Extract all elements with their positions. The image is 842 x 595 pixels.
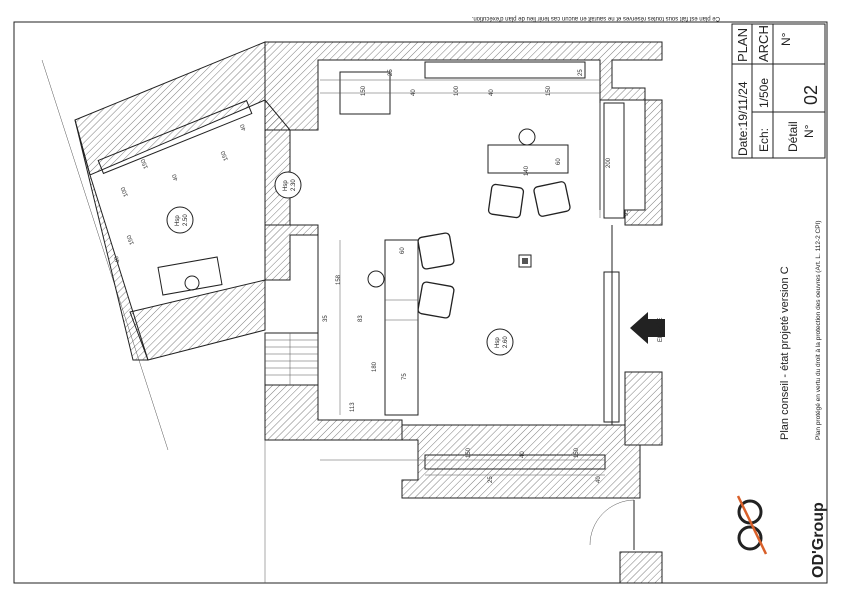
visitor-chair-1 xyxy=(487,183,525,219)
stairs xyxy=(264,332,319,386)
entrance-arrow-icon xyxy=(630,312,665,344)
arch-no-label: N° xyxy=(779,32,793,46)
dim-label: 150 xyxy=(220,149,230,161)
right-counter xyxy=(603,102,625,219)
entrance-counter xyxy=(603,271,620,423)
copyright-notice: Plan protégé en vertu du droit à la prot… xyxy=(815,220,822,440)
furniture xyxy=(97,61,625,470)
room-hsp-label: Hsp xyxy=(495,337,501,348)
dim-label: 83 xyxy=(358,315,364,322)
dim-label: 60 xyxy=(400,247,406,254)
dimension-labels: 150 40 100 40 150 25 25 200 95 140 60 60… xyxy=(114,69,630,483)
dim-label: 158 xyxy=(336,274,342,285)
dim-label: 150 xyxy=(361,85,367,96)
dim-label: 60 xyxy=(556,158,562,165)
sheet-frame xyxy=(13,21,828,584)
dim-label: 40 xyxy=(489,89,495,96)
room-hsp-value: 2.30 xyxy=(291,179,297,191)
title-block: PLAN ARCH N° Date:19/11/24 Ech: 1/50e Dé… xyxy=(731,23,826,159)
plan-label: PLAN xyxy=(735,28,750,62)
dim-label: 25 xyxy=(388,69,394,76)
dim-label: 150 xyxy=(546,85,552,96)
walls xyxy=(74,41,663,584)
brand-logo xyxy=(736,495,768,555)
room-hsp-label: Hsp xyxy=(283,180,289,191)
dim-label: 40 xyxy=(411,89,417,96)
dim-label: 113 xyxy=(350,402,356,412)
detail-no-label: N° xyxy=(802,124,816,138)
left-desk xyxy=(384,239,419,416)
dim-label: 40 xyxy=(172,172,180,181)
arch-label: ARCH xyxy=(756,25,771,62)
visitor-chair-2 xyxy=(533,181,571,217)
dim-label: 100 xyxy=(454,85,460,96)
detail-value: 02 xyxy=(801,85,821,105)
dim-label: 40 xyxy=(596,476,602,483)
chair-small-room xyxy=(184,275,200,291)
dim-label: 35 xyxy=(323,315,329,322)
room-height-marker: Hsp 2.30 xyxy=(274,171,302,199)
dim-label: 100 xyxy=(120,185,130,197)
dim-label: 25 xyxy=(578,69,584,76)
dim-label: 200 xyxy=(606,157,612,168)
dim-label: 40 xyxy=(520,451,526,458)
dim-label: 40 xyxy=(240,122,248,131)
visitor-chair-3 xyxy=(417,232,455,270)
entrance-marker: ENTRÉE xyxy=(630,312,665,344)
room-hsp-value: 2.50 xyxy=(183,214,189,226)
chair-top-desk xyxy=(518,128,536,146)
project-title: Plan conseil - état projeté version C xyxy=(779,266,791,440)
entrance-label: ENTRÉE xyxy=(657,318,664,342)
brand-name: OD'Group xyxy=(810,502,827,578)
dim-label: 75 xyxy=(402,373,408,380)
logo-slash xyxy=(736,495,768,555)
dim-label: 150 xyxy=(126,233,136,245)
dim-label: 150 xyxy=(574,447,580,458)
dim-label: 180 xyxy=(372,361,378,372)
dim-label: 25 xyxy=(488,476,494,483)
dim-label: 150 xyxy=(466,447,472,458)
chair-left-desk xyxy=(367,270,385,288)
room-height-marker: Hsp 2.50 xyxy=(166,206,194,234)
dimension-lines xyxy=(320,79,605,476)
room-height-marker: Hsp 2.60 xyxy=(486,328,514,356)
date-label: Date:19/11/24 xyxy=(736,81,750,156)
notice-text: Ce plan est fait sous toutes réserves et… xyxy=(471,15,720,21)
small-room-storage xyxy=(97,99,253,175)
dim-label: 40 xyxy=(114,254,122,263)
dim-label: 95 xyxy=(624,209,630,216)
detail-label: Détail xyxy=(786,121,800,152)
ech-key: Ech: xyxy=(757,128,771,152)
dim-label: 150 xyxy=(140,157,150,169)
bottom-storage xyxy=(424,454,606,470)
center-column xyxy=(518,254,532,268)
room-hsp-value: 2.60 xyxy=(503,336,509,348)
dim-label: 140 xyxy=(524,165,530,176)
room-hsp-label: Hsp xyxy=(175,215,181,226)
visitor-chair-4 xyxy=(417,281,455,319)
top-storage-right xyxy=(424,61,586,79)
door-swing xyxy=(589,499,635,550)
logo-ring-left xyxy=(737,525,763,551)
ech-value: 1/50e xyxy=(757,78,771,108)
site-lines xyxy=(41,59,266,583)
